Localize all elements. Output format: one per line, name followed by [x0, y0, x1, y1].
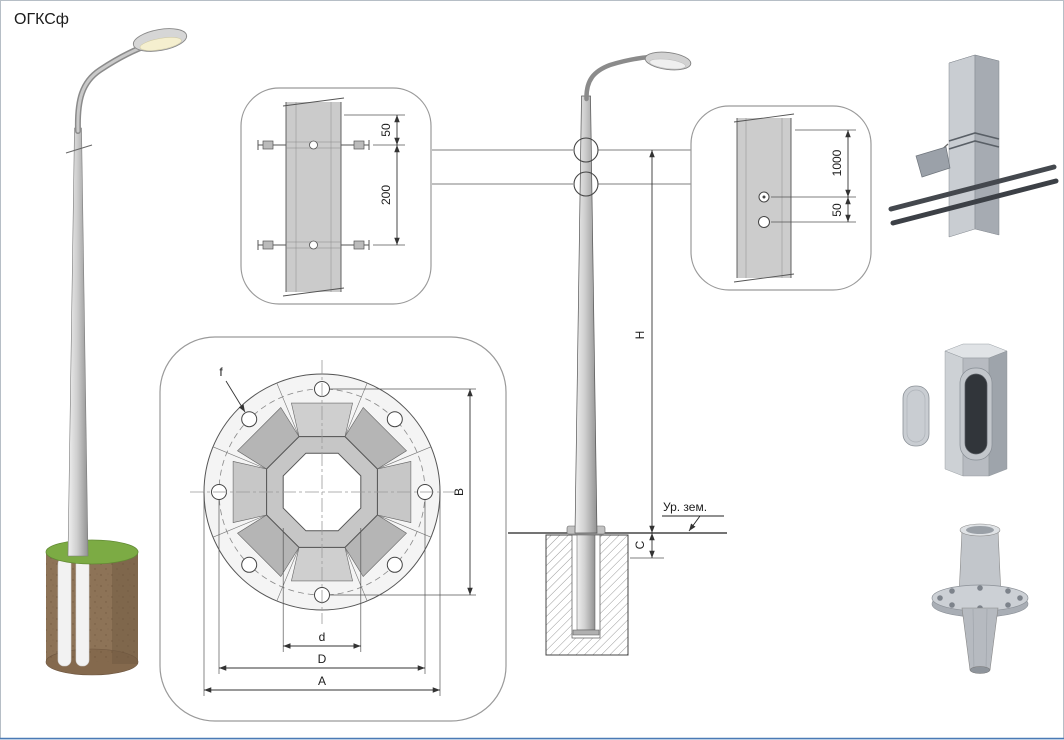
foundation-3d: [45, 539, 139, 676]
luminaire-3d: [132, 28, 188, 52]
pole-shaft-3d: [67, 127, 89, 557]
dim-C: C: [630, 533, 664, 559]
ground-arrow: [688, 515, 701, 532]
dim-label-D: D: [318, 652, 327, 666]
pole-3d-render: [45, 28, 188, 676]
pole-arm: [584, 54, 653, 102]
break-line-bottom: [733, 273, 795, 283]
pole-section: [286, 102, 341, 292]
clamp-detail-callout: 50 200: [240, 87, 573, 305]
band-strap-1: [948, 132, 1000, 142]
dim-label-f: f: [219, 365, 223, 379]
band-strap-2: [948, 140, 1000, 150]
base-flange-3d: [931, 523, 1029, 674]
door-cover: [902, 385, 930, 447]
bolt-hole-lower: [758, 216, 770, 228]
flange-dividers: [212, 382, 432, 602]
dim-label-50-right: 50: [830, 203, 844, 217]
access-door-3d: [902, 343, 1008, 477]
dim-label-B: B: [452, 488, 466, 496]
embedded-pole: [576, 534, 596, 631]
grass-top: [45, 539, 139, 565]
dim-B: B: [330, 388, 476, 596]
dim-A: A: [203, 492, 441, 696]
tension-rod-1: [888, 164, 1057, 212]
lower-shaft: [961, 607, 999, 671]
clamp-dimensions: 50 200: [344, 114, 405, 246]
ground-level-label: Ур. зем.: [662, 500, 724, 532]
tension-rod-2: [890, 178, 1059, 226]
pole-base-plate: [572, 629, 600, 636]
hole-dimensions: 1000 50: [771, 129, 856, 223]
break-line-bottom: [282, 287, 345, 297]
dim-label-200: 200: [379, 185, 393, 205]
luminaire: [644, 51, 692, 71]
break-line-top: [733, 113, 795, 123]
dim-label-d: d: [319, 630, 326, 644]
foundation-sleeve-left: [57, 557, 72, 667]
pole-elevation: H C Ур. зем.: [508, 51, 727, 656]
dim-label-H: H: [633, 331, 647, 340]
clamp-assembly-3d: [888, 54, 1059, 238]
hole-detail-callout: 1000 50: [690, 105, 872, 291]
dim-label-1000: 1000: [830, 149, 844, 176]
ground-label-text: Ур. зем.: [663, 500, 707, 514]
dim-H: H: [633, 150, 655, 533]
flange-gussets: [232, 402, 412, 582]
dim-label-50-top: 50: [379, 123, 393, 137]
clamp-bolts-lower: [257, 240, 370, 250]
f-leader: [225, 380, 246, 413]
flange-bolts: [937, 585, 1023, 611]
dim-label-A: A: [318, 674, 326, 688]
break-line-top: [282, 97, 345, 107]
page-title: ОГКСф: [14, 11, 69, 28]
foundation-section: [545, 534, 629, 656]
dim-d: d: [282, 528, 362, 652]
door-opening: [964, 373, 988, 455]
flange-detail-callout: f B d D A: [159, 336, 507, 722]
pole-break-mark: [65, 144, 93, 154]
wedge-clamp: [915, 146, 951, 178]
dim-D: D: [218, 500, 426, 674]
dim-label-C: C: [633, 540, 647, 549]
clamp-bolts-upper: [257, 140, 370, 150]
foundation-sleeve-right: [75, 557, 90, 667]
pole-arm-3d: [74, 41, 154, 134]
